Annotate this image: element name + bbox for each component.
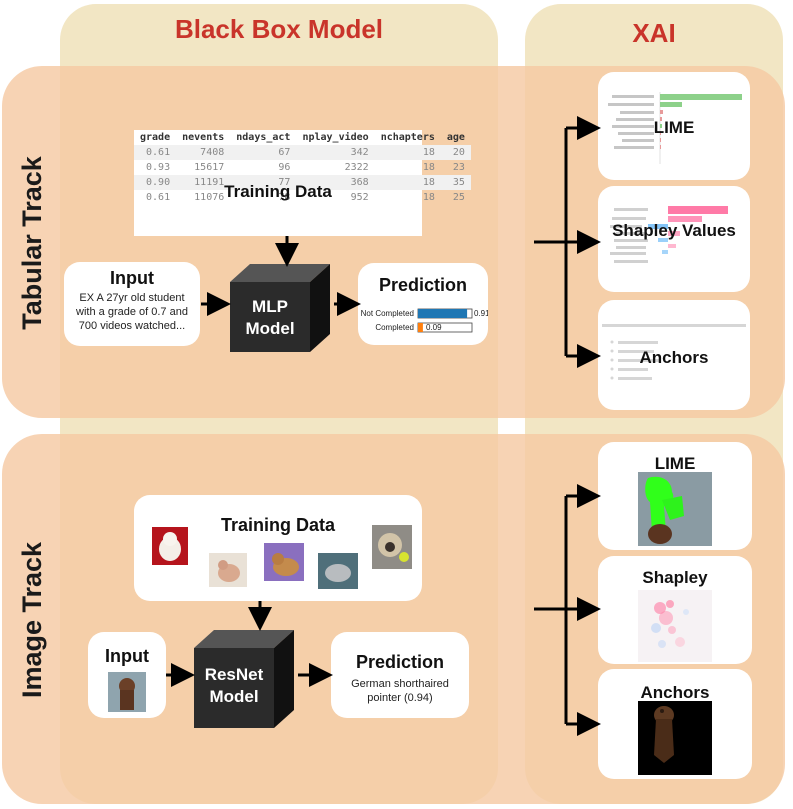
mlp-model-label: MLP Model xyxy=(230,296,310,340)
xai-anchors-tabular-card: Anchors xyxy=(598,300,750,410)
tabular-prediction-title: Prediction xyxy=(378,275,467,295)
image-prediction-text: German shorthaired pointer (0.94) xyxy=(351,678,449,704)
training-data-table: grade nevents ndays_act nplay_video ncha… xyxy=(134,130,471,205)
xai-anchors-tabular-label: Anchors xyxy=(639,348,709,367)
mlp-model-line2: Model xyxy=(245,319,295,338)
prediction-bar-value-1: 0.09 xyxy=(426,323,442,332)
table-cell: 18 xyxy=(374,175,441,190)
resnet-model-label: ResNet Model xyxy=(194,664,274,708)
table-cell: 25 xyxy=(452,192,465,203)
prediction-bar-chart: Not Completed 0.91 Completed 0.09 xyxy=(361,308,488,333)
table-cell: 77 xyxy=(230,175,297,190)
table-cell: 0.93 xyxy=(146,162,171,173)
table-cell: 23 xyxy=(452,162,465,173)
xai-shapley-tabular-label: Shapley Values xyxy=(612,221,736,240)
resnet-model-line2: Model xyxy=(209,687,259,706)
table-row: 0.61 11076 78 952 18 25 xyxy=(134,190,471,205)
image-input-card: Input xyxy=(88,632,166,718)
resnet-model-box xyxy=(194,630,294,728)
shapley-bar-chart-thumbnail xyxy=(610,206,728,263)
table-cell: 7408 xyxy=(176,145,231,160)
training-image-cat-red xyxy=(152,527,188,565)
xai-lime-image-label: LIME xyxy=(654,454,696,473)
tabular-input-title: Input xyxy=(110,268,154,288)
xai-lime-image-card: LIME xyxy=(598,442,752,550)
black-box-title: Black Box Model xyxy=(174,14,384,44)
prediction-bar-value-0: 0.91 xyxy=(474,309,488,318)
image-training-data-label: Training Data xyxy=(220,515,336,535)
table-cell: 67 xyxy=(230,145,297,160)
shapley-heatmap-image xyxy=(638,590,712,662)
table-cell: 368 xyxy=(296,175,375,190)
training-image-cat-grey xyxy=(318,553,358,589)
xai-title: XAI xyxy=(632,18,676,48)
resnet-model-line1: ResNet xyxy=(204,665,264,684)
tabular-input-text: EX A 27yr old student with a grade of 0.… xyxy=(76,292,188,332)
xai-lime-tabular-label: LIME xyxy=(653,118,695,137)
table-cell: 2322 xyxy=(344,162,369,173)
xai-shapley-tabular-card: Shapley Values xyxy=(598,186,750,292)
table-cell: 952 xyxy=(350,192,369,203)
table-cell: 20 xyxy=(440,145,471,160)
tabular-training-data-label: Training Data xyxy=(224,182,332,201)
xai-shapley-image-label: Shapley xyxy=(642,568,708,587)
prediction-bar-1 xyxy=(418,323,423,332)
training-image-cat-purple xyxy=(264,543,304,581)
prediction-bar-0 xyxy=(418,309,468,318)
column-header: nplay_video xyxy=(302,132,369,143)
table-cell: 96 xyxy=(278,162,291,173)
table-cell: 18 xyxy=(422,162,435,173)
xai-lime-tabular-card: LIME xyxy=(598,72,750,180)
table-cell: 35 xyxy=(440,175,471,190)
input-dog-image xyxy=(108,672,146,712)
anchors-text-thumbnail xyxy=(602,324,746,380)
table-row: 0.90 11191 77 368 18 35 xyxy=(134,175,471,190)
column-header: ndays_act xyxy=(236,132,291,143)
image-prediction-card: Prediction German shorthaired pointer (0… xyxy=(331,632,469,718)
column-header: nchapters xyxy=(380,132,435,143)
table-cell: 0.61 xyxy=(146,192,171,203)
table-cell: 11076 xyxy=(194,192,225,203)
xai-anchors-image-card: Anchors xyxy=(598,669,752,779)
tabular-input-card: Input EX A 27yr old student with a grade… xyxy=(64,262,200,346)
image-prediction-title: Prediction xyxy=(355,652,444,672)
table-cell: 78 xyxy=(278,192,291,203)
table-cell: 0.90 xyxy=(134,175,177,190)
training-image-pug xyxy=(372,525,412,569)
tabular-prediction-card: Prediction Not Completed 0.91 Completed … xyxy=(358,263,488,345)
prediction-bar-label-0: Not Completed xyxy=(361,309,414,318)
xai-anchors-image-label: Anchors xyxy=(640,683,710,702)
column-header: age xyxy=(446,132,465,143)
image-training-data-card: Training Data xyxy=(134,495,422,601)
column-header: nevents xyxy=(182,132,225,143)
xai-shapley-image-card: Shapley xyxy=(598,556,752,664)
tabular-training-data-card: grade nevents ndays_act nplay_video ncha… xyxy=(134,130,471,236)
table-row: 0.93 15617 96 2322 18 23 xyxy=(134,160,471,175)
mlp-model-line1: MLP xyxy=(252,297,288,316)
table-cell: 18 xyxy=(422,192,435,203)
prediction-bar-label-1: Completed xyxy=(375,323,414,332)
table-row: 0.61 7408 67 342 18 20 xyxy=(134,145,471,160)
table-cell: 15617 xyxy=(194,162,225,173)
mlp-model-box xyxy=(230,264,330,352)
column-header: grade xyxy=(140,132,171,143)
training-image-sphynx-cat xyxy=(209,553,247,587)
lime-bar-chart-thumbnail xyxy=(608,92,742,164)
image-input-title: Input xyxy=(105,646,149,666)
table-cell: 11191 xyxy=(176,175,231,190)
table-cell: 342 xyxy=(296,145,375,160)
anchors-dog-image xyxy=(638,701,712,775)
lime-dog-image xyxy=(638,472,712,546)
table-cell: 0.61 xyxy=(134,145,177,160)
table-cell: 18 xyxy=(374,145,441,160)
